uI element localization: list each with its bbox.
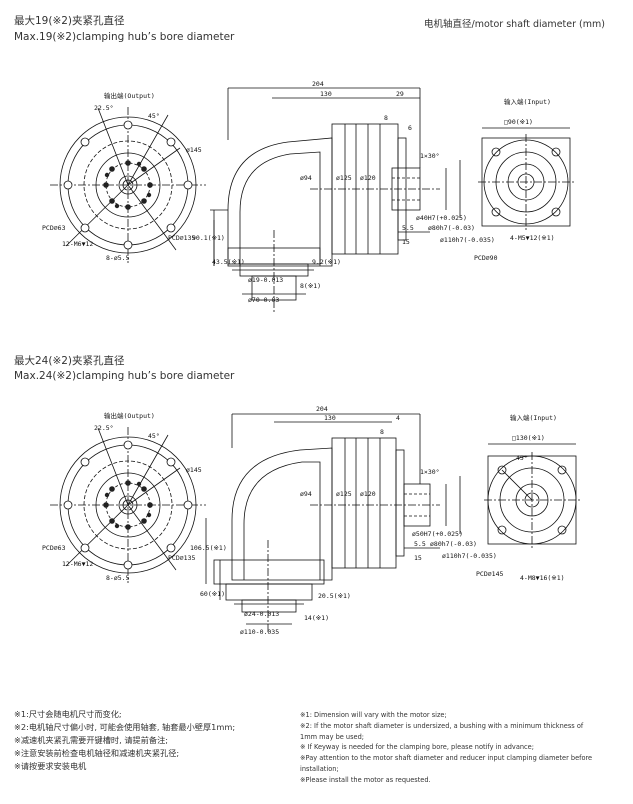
- l15-label: 15: [402, 238, 410, 246]
- reducer-side-view: [227, 123, 440, 312]
- d70-label: ø70-0.03: [248, 296, 279, 304]
- note-cn-3: ※减速机夹紧孔需要开键槽时, 请提前备注;: [14, 735, 169, 745]
- d40-label: ø40H7(+0.025): [416, 214, 467, 222]
- pcd135-label-2: PCD⌀135: [168, 554, 195, 562]
- sq90-label: □90(※1): [504, 118, 533, 126]
- pcd145-label: PCD⌀145: [476, 570, 503, 578]
- pcd63-label-2: PCD⌀63: [42, 544, 66, 552]
- note-cn-5: ※请按要求安装电机: [14, 761, 87, 771]
- l204-label-2: 204: [316, 405, 328, 413]
- h60-label: 60(※1): [200, 590, 225, 598]
- angle-45-input: 45°: [516, 454, 528, 462]
- l205-label: 20.5(※1): [318, 592, 351, 600]
- input-label: 输入端(Input): [504, 97, 551, 106]
- d24-label: ø24-0.013: [244, 610, 279, 618]
- l4-label-2: 4: [396, 414, 400, 422]
- note-cn-4: ※注意安装前检查电机轴径和减速机夹紧孔径;: [14, 748, 180, 758]
- section2-title-en: Max.24(※2)clamping hub’s bore diameter: [14, 370, 235, 382]
- angle-22-label: 22.5°: [94, 104, 114, 112]
- l15-label-2: 15: [414, 554, 422, 562]
- m8-label: 4-M8▼16(※1): [520, 574, 565, 582]
- pcd90-label: PCD⌀90: [474, 254, 498, 262]
- d80-label: ø80h7(-0.03): [428, 224, 475, 232]
- holes-label-2: 12-M6▼12: [62, 560, 93, 568]
- drawing-section1: 输出端(Output) 22.5° 45° ø145 PCD⌀63 12-M6▼…: [42, 80, 574, 312]
- chamfer-label-2: 1×30°: [420, 468, 440, 476]
- note-cn-2: ※2:电机轴尺寸偏小时, 可能会使用轴套, 轴套最小壁厚1mm;: [14, 722, 236, 732]
- angle-22-label-2: 22.5°: [94, 424, 114, 432]
- h435-label: 43.5(※1): [212, 258, 245, 266]
- note-en-5: ※Please install the motor as requested.: [300, 775, 431, 784]
- l55-label-2: 5.5: [414, 540, 426, 548]
- note-en-2: ※2: If the motor shaft diameter is under…: [300, 721, 584, 741]
- section1-title-cn: 最大19(※2)夹紧孔直径: [14, 15, 125, 27]
- d110-label-2: ø110h7(-0.035): [442, 552, 497, 560]
- output-label: 输出端(Output): [104, 91, 155, 100]
- pcd63-label: PCD⌀63: [42, 224, 66, 232]
- reducer-side-view-2: [213, 437, 440, 632]
- note-en-3: ※ If Keyway is needed for the clamping b…: [300, 743, 534, 752]
- l130-label-2: 130: [324, 414, 336, 422]
- l6-label: 6: [408, 124, 412, 132]
- d5-label-2: 8-ø5.5: [106, 574, 130, 582]
- d145-label: ø145: [186, 146, 202, 154]
- d80-label-2: ø80h7(-0.03): [430, 540, 477, 548]
- d94-label: ø94: [300, 174, 312, 182]
- l55-label: 5.5: [402, 224, 414, 232]
- notes-cn: ※1:尺寸会随电机尺寸而变化; ※2:电机轴尺寸偏小时, 可能会使用轴套, 轴套…: [14, 708, 235, 773]
- note-cn-1: ※1:尺寸会随电机尺寸而变化;: [14, 709, 122, 719]
- notes-en: ※1: Dimension will vary with the motor s…: [300, 710, 600, 786]
- m5-label: 4-M5▼12(※1): [510, 234, 555, 242]
- note-en-1: ※1: Dimension will vary with the motor s…: [300, 711, 447, 719]
- d50-label: ø50H7(+0.025): [412, 530, 463, 538]
- l8-label-2: 8: [380, 428, 384, 436]
- d5-label: 8-ø5.5: [106, 254, 130, 262]
- h901-label: 90.1(※1): [192, 234, 225, 242]
- angle-45-label: 45°: [148, 112, 160, 120]
- h1065-label: 106.5(※1): [190, 544, 227, 552]
- angle-45-label-2: 45°: [148, 432, 160, 440]
- input-flange-view: [478, 127, 574, 230]
- d120-label-2: ø120: [360, 490, 376, 498]
- sq130-label: □130(※1): [512, 434, 545, 442]
- pcd135-label: PCD⌀135: [168, 234, 195, 242]
- l8b-label: 8(※1): [300, 282, 321, 290]
- l8-label: 8: [384, 114, 388, 122]
- d125-label: ø125: [336, 174, 352, 182]
- d94-label-2: ø94: [300, 490, 312, 498]
- holes-label: 12-M6▼12: [62, 240, 93, 248]
- motor-shaft-label: 电机轴直径/motor shaft diameter (mm): [424, 19, 605, 30]
- d125-label-2: ø125: [336, 490, 352, 498]
- section2-title-cn: 最大24(※2)夹紧孔直径: [14, 355, 125, 367]
- input-label-2: 输入端(Input): [510, 413, 557, 422]
- d110-label: ø110h7(-0.035): [440, 236, 495, 244]
- section1-title-en: Max.19(※2)clamping hub’s bore diameter: [14, 31, 235, 43]
- d120-label: ø120: [360, 174, 376, 182]
- note-en-4: ※Pay attention to the motor shaft diamet…: [300, 754, 593, 773]
- d19-label: ø19-0.013: [248, 276, 283, 284]
- l92-label: 9.2(※1): [312, 258, 341, 266]
- l29-label: 29: [396, 90, 404, 98]
- l204-label: 204: [312, 80, 324, 88]
- chamfer-label: 1×30°: [420, 152, 440, 160]
- d145-label-2: ø145: [186, 466, 202, 474]
- l14-label: 14(※1): [304, 614, 329, 622]
- input-flange-view-2: [484, 443, 580, 548]
- d110b-label: ø110-0.035: [240, 628, 279, 636]
- l130-label: 130: [320, 90, 332, 98]
- drawing-section2: 输出端(Output) 22.5° 45° ø145 PCD⌀63 12-M6▼…: [42, 405, 580, 636]
- output-label-2: 输出端(Output): [104, 411, 155, 420]
